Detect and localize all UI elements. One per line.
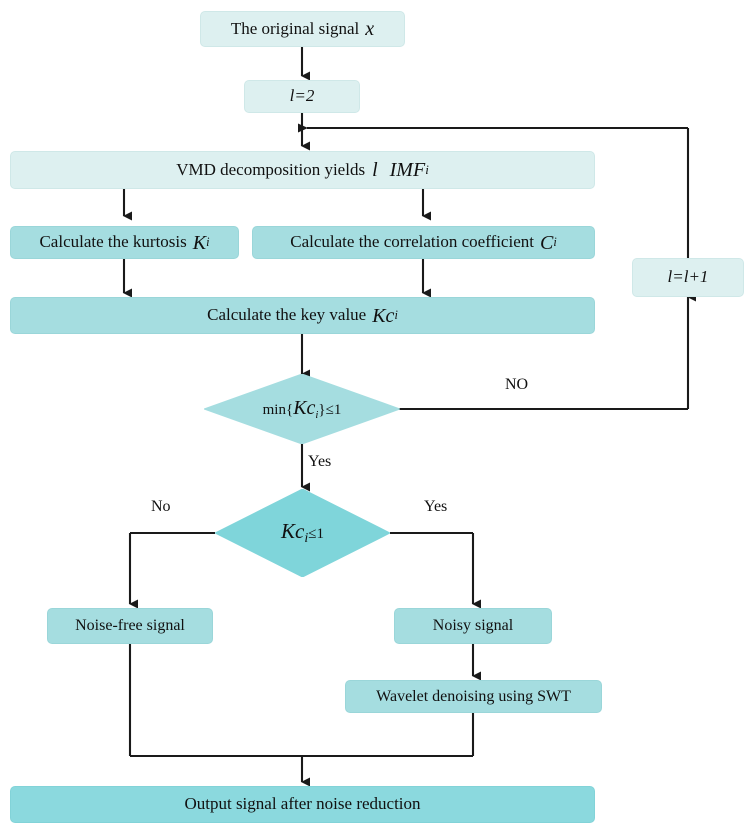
decision-min-kc-label: min{Kci}≤1 (263, 397, 342, 421)
node-correlation-label: Calculate the correlation coefficient (290, 232, 534, 252)
decision-kc-sub: i (304, 531, 309, 547)
decision-min-kc-suffix: }≤1 (318, 402, 342, 418)
decision-kc-suffix: ≤1 (308, 525, 324, 542)
node-correlation-symbol: C (539, 231, 554, 254)
node-init-l[interactable]: l=2 (244, 80, 360, 113)
node-key-value-label: Calculate the key value (207, 305, 367, 325)
decision-kc-label: Kci≤1 (281, 519, 324, 547)
edge-label-min-no: NO (505, 376, 528, 394)
node-kurtosis-label: Calculate the kurtosis (39, 232, 187, 252)
node-noisy-label: Noisy signal (432, 617, 514, 635)
edge-label-min-no-text: NO (505, 376, 529, 393)
decision-min-kc-prefix: min{ (262, 402, 294, 418)
node-noisy-signal[interactable]: Noisy signal (394, 608, 552, 644)
node-init-l-label: l=2 (289, 86, 315, 106)
node-noise-free-signal[interactable]: Noise-free signal (47, 608, 213, 644)
node-vmd-var-imf: IMF (389, 159, 426, 181)
decision-min-kc-shape (204, 374, 400, 444)
edge-label-min-yes: Yes (308, 453, 331, 471)
decision-kc-shape (215, 489, 390, 577)
node-vmd-var-l: l (372, 159, 378, 181)
node-key-value-sub: i (394, 307, 398, 322)
node-wavelet-denoising[interactable]: Wavelet denoising using SWT (345, 680, 602, 713)
node-correlation-sub: i (553, 234, 557, 249)
decision-kc[interactable]: Kci≤1 (215, 489, 390, 577)
node-wavelet-label: Wavelet denoising using SWT (376, 687, 571, 705)
node-key-value-symbol: Kc (372, 304, 395, 327)
edge-label-kc-no-text: No (151, 498, 171, 515)
edge-label-kc-no: No (151, 498, 171, 516)
node-increment-l[interactable]: l=l+1 (632, 258, 744, 297)
node-output-signal[interactable]: Output signal after noise reduction (10, 786, 595, 823)
node-vmd-var-imf-sub: i (425, 161, 429, 177)
node-vmd-prefix: VMD decomposition yields (176, 159, 366, 179)
node-original-signal[interactable]: The original signal x (200, 11, 405, 47)
node-noise-free-label: Noise-free signal (75, 617, 185, 635)
edge-label-min-yes-text: Yes (308, 453, 332, 470)
decision-kc-symbol: Kc (281, 518, 305, 543)
edge-label-kc-yes: Yes (424, 498, 447, 516)
edge-label-kc-yes-text: Yes (424, 498, 448, 515)
decision-min-kc-symbol: Kc (293, 397, 316, 419)
node-original-signal-label: The original signal (230, 18, 360, 38)
node-kurtosis-sub: i (206, 234, 210, 249)
decision-min-kc[interactable]: min{Kci}≤1 (204, 374, 400, 444)
node-output-label: Output signal after noise reduction (184, 794, 421, 814)
node-original-signal-symbol: x (365, 18, 375, 40)
node-increment-l-label: l=l+1 (667, 267, 709, 287)
node-kurtosis-symbol: K (192, 231, 207, 254)
decision-min-kc-sub: i (315, 409, 319, 421)
